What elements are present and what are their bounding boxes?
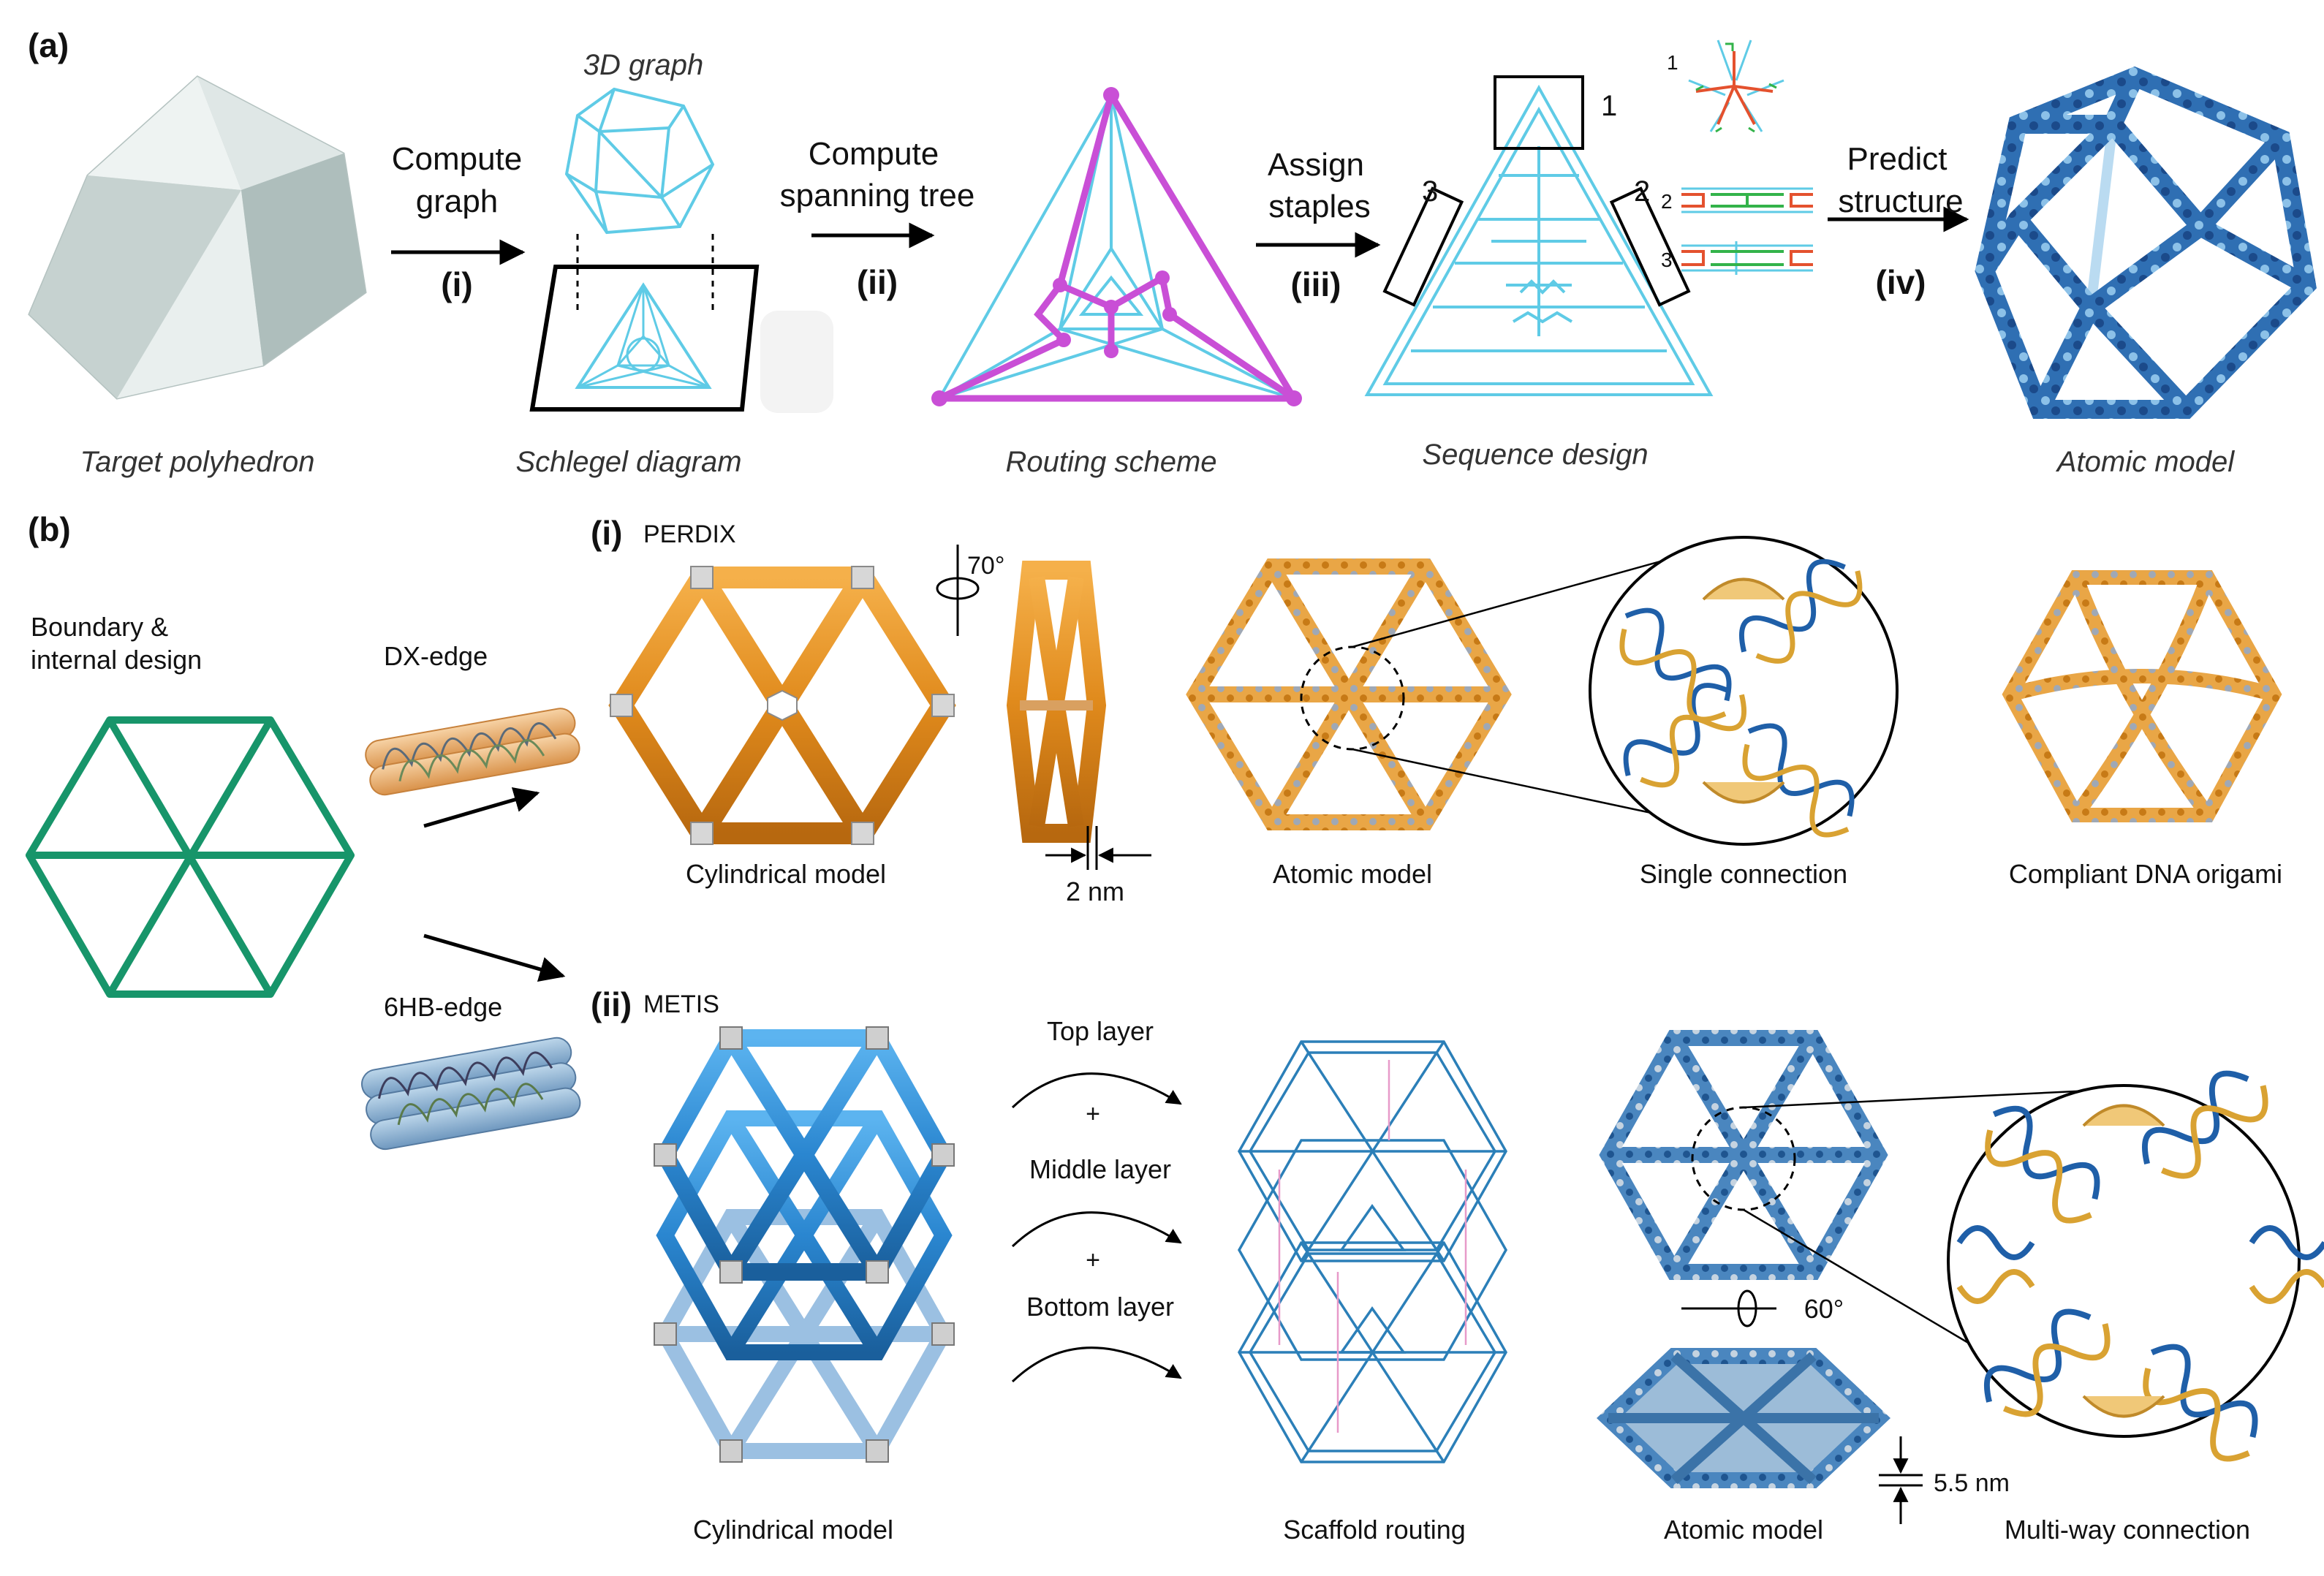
step-4-number: (iv): [1876, 263, 1926, 301]
metis-scaffold-routing: [1237, 1040, 1508, 1463]
design-text-line2: internal design: [31, 645, 202, 675]
caption-atomic-model: Atomic model: [2056, 446, 2235, 478]
callout-3: 3: [1422, 175, 1438, 208]
perdix-side-view: [1006, 561, 1107, 843]
metis-rotation-label: 60°: [1804, 1294, 1844, 1324]
metis-caption-cylindrical: Cylindrical model: [693, 1515, 893, 1545]
step-1-number: (i): [441, 265, 472, 303]
6hb-edge-label: 6HB-edge: [384, 992, 502, 1022]
caption-routing-scheme: Routing scheme: [1005, 446, 1216, 478]
perdix-width-label: 2 nm: [1066, 876, 1124, 906]
inset-label-3: 3: [1661, 249, 1673, 271]
target-polyhedron: [28, 75, 367, 400]
middle-layer-label: Middle layer: [1029, 1154, 1171, 1184]
arrow-to-metis: [423, 933, 566, 982]
thickness-dimension: [1879, 1436, 1923, 1524]
step-3-line2: staples: [1268, 189, 1370, 224]
step-1-line1: Compute: [392, 141, 523, 177]
dx-edge-label: DX-edge: [384, 641, 488, 671]
width-dimension: [1045, 826, 1151, 870]
schlegel-diagram: [529, 265, 760, 412]
placeholder-box: [760, 311, 833, 413]
step-2-line1: Compute: [809, 136, 939, 172]
perdix-caption-atomic: Atomic model: [1273, 859, 1432, 889]
callout-2: 2: [1634, 175, 1650, 208]
metis-thickness-label: 5.5 nm: [1934, 1469, 2010, 1497]
rotation-indicator-60: [1681, 1289, 1776, 1327]
panel-a-label: (a): [28, 26, 69, 64]
perdix-caption-compliant: Compliant DNA origami: [2009, 859, 2282, 889]
middle-layer-arrow: [1011, 1211, 1182, 1248]
routing-scheme: [931, 87, 1302, 406]
perdix-vertex-caps: [610, 566, 955, 845]
perdix-atomic-model: [1186, 558, 1512, 830]
callout-1: 1: [1601, 90, 1617, 122]
step-4-line2: structure: [1838, 183, 1963, 219]
perdix-name: PERDIX: [643, 520, 736, 548]
top-layer-label: Top layer: [1047, 1016, 1154, 1046]
bottom-layer-label: Bottom layer: [1026, 1292, 1174, 1322]
bottom-layer-arrow: [1011, 1346, 1182, 1383]
compliant-dna-origami: [2002, 570, 2282, 822]
3d-graph-icosahedron: [564, 87, 715, 235]
6hb-edge-illustration: [361, 1037, 581, 1151]
plus-2: +: [1086, 1246, 1100, 1274]
multi-way-connection-view: [1947, 1070, 2324, 1462]
step-2-number: (ii): [857, 263, 898, 301]
inset-label-2: 2: [1661, 190, 1673, 213]
metis-caption-scaffold-routing: Scaffold routing: [1283, 1515, 1466, 1545]
panel-b-label: (b): [28, 510, 71, 548]
projection-lines: [576, 234, 714, 314]
plus-1: +: [1086, 1100, 1100, 1128]
metis-number: (ii): [591, 985, 632, 1023]
sequence-design: [1364, 75, 1714, 396]
caption-schlegel-diagram: Schlegel diagram: [515, 446, 741, 478]
caption-target-polyhedron: Target polyhedron: [80, 446, 315, 478]
design-text-line1: Boundary &: [31, 612, 168, 642]
step-3-line1: Assign: [1268, 147, 1364, 183]
staple-inset-2: [1681, 187, 1813, 213]
staple-inset-3: [1681, 241, 1813, 275]
scaffold-crossovers: [1278, 1060, 1467, 1433]
step-4-line1: Predict: [1847, 141, 1948, 177]
step-1-line2: graph: [416, 183, 499, 219]
inset-label-1: 1: [1667, 51, 1678, 74]
staple-inset-1: [1688, 39, 1784, 133]
metis-cylindrical-model: [654, 1026, 955, 1463]
caption-sequence-design: Sequence design: [1422, 439, 1648, 471]
perdix-number: (i): [591, 514, 622, 552]
single-connection-view: [1589, 536, 1899, 846]
perdix-caption-single-connection: Single connection: [1640, 859, 1847, 889]
atomic-model-icosahedron: [1975, 66, 2317, 419]
3d-graph-title: 3D graph: [583, 49, 704, 81]
arrow-to-perdix: [423, 787, 540, 828]
boundary-internal-design-hexagon: [26, 716, 355, 998]
metis-atomic-model-top: [1599, 1030, 1888, 1280]
metis-name: METIS: [643, 990, 719, 1018]
perdix-rotation-label: 70°: [967, 552, 1004, 580]
metis-atomic-model-side: [1596, 1348, 1891, 1488]
step-2-line2: spanning tree: [780, 178, 975, 213]
perdix-caption-cylindrical: Cylindrical model: [686, 859, 886, 889]
step-3-number: (iii): [1291, 265, 1341, 303]
top-layer-arrow: [1011, 1072, 1182, 1109]
dx-edge-illustration: [365, 708, 580, 796]
rotation-indicator-70: [936, 545, 980, 636]
metis-caption-atomic: Atomic model: [1664, 1515, 1823, 1545]
metis-caption-multi-way: Multi-way connection: [2005, 1515, 2250, 1545]
